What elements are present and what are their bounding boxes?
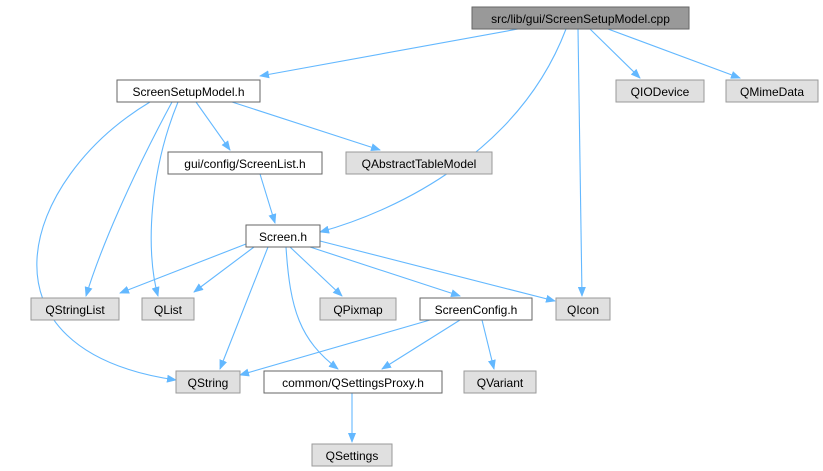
- node-label: QVariant: [477, 376, 524, 390]
- edge-screensetupmodel-h-to-qabstracttablemodel: [231, 101, 381, 152]
- node-root[interactable]: src/lib/gui/ScreenSetupModel.cpp: [471, 6, 690, 30]
- node-label: ScreenConfig.h: [435, 303, 518, 317]
- edge-screen-h-to-qlist: [193, 246, 255, 293]
- edge-screen-h-to-qstring: [219, 246, 269, 370]
- edge-root-to-qiodevice: [589, 28, 641, 79]
- node-label: gui/config/ScreenList.h: [184, 157, 305, 171]
- node-label: ScreenSetupModel.h: [132, 85, 244, 99]
- edge-screensetupmodel-h-to-screenlist-h: [195, 101, 231, 151]
- node-qicon[interactable]: QIcon: [555, 297, 611, 321]
- node-label: QMimeData: [740, 85, 804, 99]
- edge-root-to-qicon: [577, 28, 586, 297]
- node-label: Screen.h: [259, 230, 307, 244]
- node-qabstracttablemodel[interactable]: QAbstractTableModel: [345, 151, 493, 175]
- node-label: QIcon: [567, 303, 599, 317]
- node-screenconfig-h[interactable]: ScreenConfig.h: [419, 297, 533, 321]
- nodes: src/lib/gui/ScreenSetupModel.cpp ScreenS…: [30, 6, 819, 467]
- node-screenlist-h[interactable]: gui/config/ScreenList.h: [167, 151, 323, 175]
- edge-root-to-qmimedata: [607, 28, 741, 79]
- node-label: QAbstractTableModel: [362, 157, 477, 171]
- edge-screen-h-to-qicon: [319, 240, 556, 303]
- node-qvariant[interactable]: QVariant: [463, 370, 537, 394]
- edge-screen-h-to-screenconfig-h: [309, 246, 461, 298]
- edge-root-to-screen-h: [319, 28, 567, 234]
- node-label: src/lib/gui/ScreenSetupModel.cpp: [491, 12, 670, 26]
- node-label: QList: [154, 303, 183, 317]
- edge-screenconfig-h-to-qvariant: [481, 319, 496, 370]
- node-qsettingsproxy-h[interactable]: common/QSettingsProxy.h: [263, 370, 443, 394]
- node-label: QIODevice: [631, 85, 690, 99]
- edge-screenconfig-h-to-qsettingsproxy-h: [381, 319, 461, 370]
- edges: [36, 28, 741, 443]
- node-label: QSettings: [326, 449, 379, 463]
- node-qiodevice[interactable]: QIODevice: [615, 79, 705, 103]
- node-label: QString: [188, 376, 229, 390]
- edge-screen-h-to-qpixmap: [289, 246, 343, 297]
- node-label: QPixmap: [333, 303, 383, 317]
- edge-root-to-screensetupmodel-h: [259, 28, 519, 79]
- edge-screensetupmodel-h-to-qlist: [150, 101, 179, 297]
- node-label: QStringList: [45, 303, 105, 317]
- edge-screensetupmodel-h-to-qstring: [36, 101, 177, 383]
- node-label: common/QSettingsProxy.h: [282, 376, 424, 390]
- edge-screen-h-to-qstringlist: [119, 243, 247, 294]
- node-qstring[interactable]: QString: [175, 370, 241, 394]
- edge-screenconfig-h-to-qstring: [239, 319, 431, 377]
- node-screen-h[interactable]: Screen.h: [245, 224, 321, 248]
- edge-screenlist-h-to-screen-h: [259, 173, 277, 224]
- edge-screen-h-to-qsettingsproxy-h: [285, 246, 339, 370]
- node-qpixmap[interactable]: QPixmap: [319, 297, 397, 321]
- edge-screensetupmodel-h-to-qstringlist: [84, 101, 173, 297]
- node-qmimedata[interactable]: QMimeData: [725, 79, 819, 103]
- node-qlist[interactable]: QList: [141, 297, 195, 321]
- node-qstringlist[interactable]: QStringList: [30, 297, 120, 321]
- node-qsettings[interactable]: QSettings: [311, 443, 393, 467]
- node-screensetupmodel-h[interactable]: ScreenSetupModel.h: [116, 79, 261, 103]
